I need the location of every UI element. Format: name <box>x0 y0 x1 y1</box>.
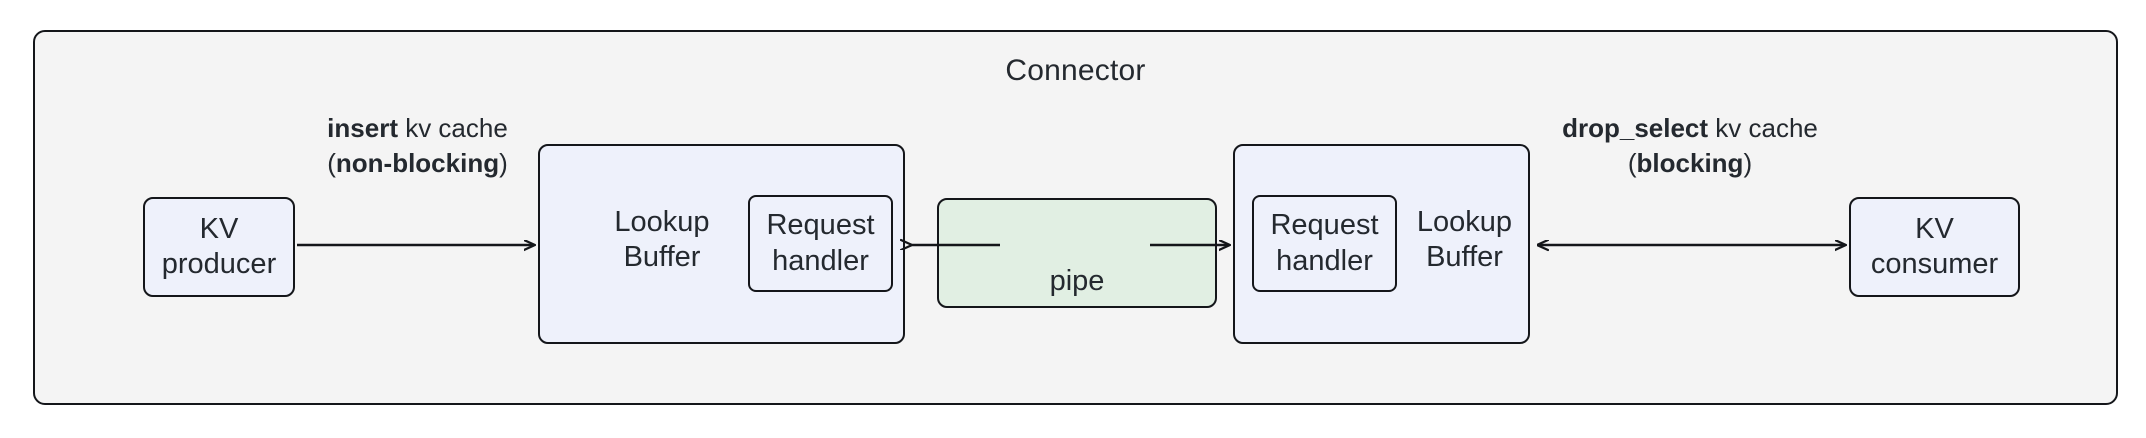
drop-select-edge-label-line2: (blocking) <box>1531 146 1849 181</box>
insert-paren-close: ) <box>499 148 508 179</box>
insert-mode: non-blocking <box>335 148 500 179</box>
left-lookup-buffer-node[interactable]: Lookup Buffer Request handler <box>538 144 905 344</box>
right-request-handler-line1: Request <box>1270 209 1379 242</box>
left-request-handler-line1: Request <box>766 209 875 242</box>
insert-edge-label: insert kv cache (non-blocking) <box>295 111 540 181</box>
left-lookup-buffer-line2: Buffer <box>623 241 701 274</box>
insert-paren-open: ( <box>327 148 336 179</box>
kv-producer-node[interactable]: KV producer <box>143 197 295 297</box>
right-lookup-buffer-node[interactable]: Request handler Lookup Buffer <box>1233 144 1530 344</box>
kv-producer-label: KV producer <box>162 212 276 283</box>
left-lookup-buffer-label: Lookup Buffer <box>582 205 742 276</box>
kv-producer-line1: KV <box>199 212 239 245</box>
insert-edge-label-line1: insert kv cache <box>295 111 540 146</box>
drop-select-paren-close: ) <box>1743 148 1753 179</box>
left-lookup-buffer-line1: Lookup <box>614 206 710 238</box>
kv-consumer-line1: KV <box>1915 212 1954 245</box>
insert-rest: kv cache <box>397 113 508 143</box>
connector-title: Connector <box>1005 54 1146 87</box>
drop-select-mode: blocking <box>1636 148 1744 179</box>
drop-select-paren-open: ( <box>1627 148 1637 179</box>
left-request-handler-node[interactable]: Request handler <box>748 195 893 292</box>
drop-select-keyword: drop_select <box>1562 113 1709 143</box>
drop-select-edge-label: drop_select kv cache (blocking) <box>1531 111 1849 181</box>
drop-select-edge-label-line1: drop_select kv cache <box>1531 111 1849 146</box>
kv-consumer-label: KV consumer <box>1871 212 1998 283</box>
insert-edge-label-line2: (non-blocking) <box>295 146 540 181</box>
right-lookup-buffer-label: Lookup Buffer <box>1407 205 1522 276</box>
right-lookup-buffer-line1: Lookup <box>1416 206 1513 238</box>
left-request-handler-line2: handler <box>772 244 869 277</box>
kv-producer-line2: producer <box>161 248 277 280</box>
kv-consumer-line2: consumer <box>1870 248 1999 280</box>
left-request-handler-label: Request handler <box>750 208 891 279</box>
pipe-label: pipe <box>1049 265 1105 297</box>
right-lookup-buffer-line2: Buffer <box>1426 241 1503 274</box>
right-request-handler-line2: handler <box>1276 244 1373 277</box>
right-request-handler-node[interactable]: Request handler <box>1252 195 1397 292</box>
right-request-handler-label: Request handler <box>1254 208 1395 279</box>
drop-select-rest: kv cache <box>1708 113 1818 143</box>
kv-consumer-node[interactable]: KV consumer <box>1849 197 2020 297</box>
insert-keyword: insert <box>327 113 398 143</box>
pipe-node[interactable]: pipe <box>937 198 1217 308</box>
